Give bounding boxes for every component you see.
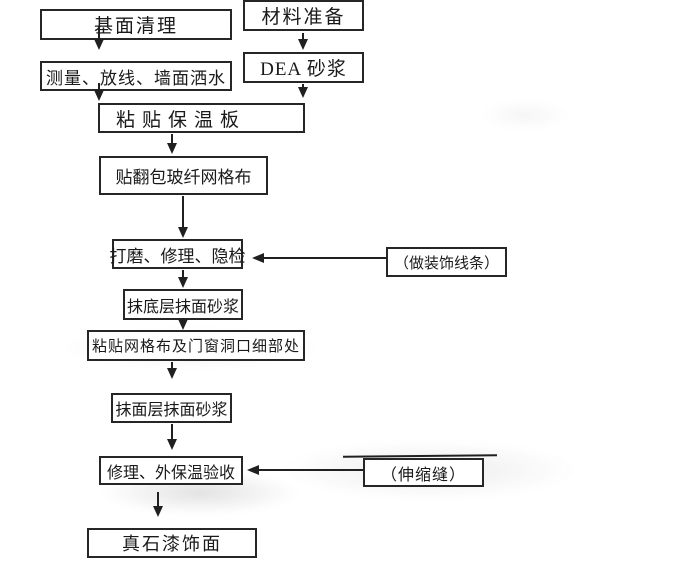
arrow-base-coat-to-mesh-openings [178,318,188,330]
node-material-prep: 材料准备 [243,0,364,31]
node-surface-coat-mortar: 抹面层抹面砂浆 [111,393,232,423]
scan-artifact [480,100,570,130]
node-expansion-joint: （伸缩缝） [363,458,484,487]
arrow-measure-to-paste-board [94,83,104,101]
arrow-base-cleaning-to-measure [94,26,104,50]
node-mesh-and-openings: 粘贴网格布及门窗洞口细部处 [87,330,305,361]
node-decorative-lines: （做装饰线条） [386,247,507,277]
node-wrap-fiberglass-mesh: 贴翻包玻纤网格布 [99,156,268,195]
arrow-mesh-openings-to-surface-coat [167,362,177,379]
node-grind-repair-inspect: 打磨、修理、隐检 [110,239,246,269]
arrow-dea-mortar-to-paste-board [298,84,308,98]
node-paste-insulation-board: 粘贴保温板 [98,103,305,133]
node-stone-paint-finish: 真石漆饰面 [87,528,257,558]
arrow-grind-to-base-coat [178,270,188,288]
arrow-deco-lines-to-grind [252,253,386,263]
arrow-wrap-mesh-to-grind [178,196,188,238]
node-repair-acceptance: 修理、外保温验收 [99,456,243,485]
arrow-surface-coat-to-repair-accept [167,424,177,450]
arrow-paste-board-to-wrap-mesh [167,134,177,154]
node-dea-mortar: DEA 砂浆 [243,52,364,83]
arrow-material-prep-to-dea-mortar [298,33,308,50]
arrow-repair-accept-to-stone-paint [153,492,163,517]
node-measure-layout-spray: 测量、放线、墙面洒水 [40,61,232,91]
node-base-coat-mortar: 抹底层抹面砂浆 [123,289,243,320]
arrow-expansion-joint-to-repair-accept [247,465,363,475]
node-base-cleaning: 基面清理 [40,9,232,40]
